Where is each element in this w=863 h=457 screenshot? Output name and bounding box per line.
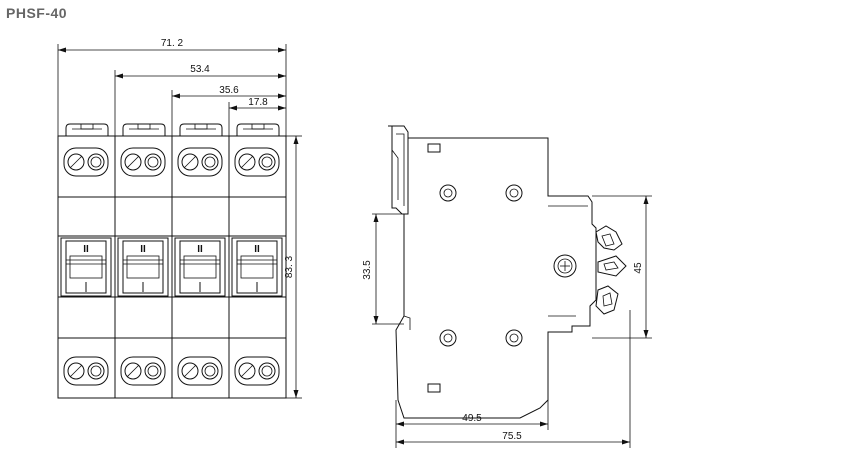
handle-mark: II: [140, 244, 146, 255]
toggle-handle[interactable]: II: [60, 237, 112, 297]
terminal-screw-icon: [63, 356, 109, 386]
toggle-handle[interactable]: II: [174, 237, 226, 297]
terminal-screw-icon: [234, 147, 280, 177]
indicator-window: [427, 383, 441, 393]
toggle-handle[interactable]: II: [231, 237, 283, 297]
terminal-screw-icon: [234, 356, 280, 386]
side-body-outline: [395, 137, 597, 419]
pole-4: II: [231, 123, 283, 386]
dim-label: 83. 3: [284, 255, 295, 278]
pole-2: II: [117, 123, 169, 386]
dim-label: 53.4: [190, 64, 210, 75]
pole-1: II: [60, 123, 112, 386]
front-view: II II: [57, 38, 302, 399]
lever-icon: [595, 285, 619, 315]
dim-label: 35.6: [219, 85, 239, 96]
rivet-icon: [439, 329, 457, 347]
top-clip: [65, 123, 109, 136]
pivot-screw-icon: [553, 254, 577, 278]
dim-label: 49.5: [462, 413, 482, 424]
product-title: PHSF-40: [6, 5, 68, 21]
dimension-total-depth: 75.5: [396, 310, 631, 448]
dim-label: 33.5: [362, 260, 373, 280]
dimension-total-width: 71. 2: [57, 38, 287, 136]
dim-label: 45: [633, 262, 644, 274]
dimension-one-pole: 17.8: [228, 97, 286, 136]
rivet-icon: [505, 184, 523, 202]
terminal-screw-icon: [177, 356, 223, 386]
terminal-screw-icon: [120, 356, 166, 386]
din-rail-clip: [388, 125, 409, 215]
handle-mark: II: [254, 244, 260, 255]
dimension-height: 83. 3: [284, 135, 302, 399]
rivet-icon: [505, 329, 523, 347]
dim-label: 75.5: [502, 431, 522, 442]
lever-icon: [597, 255, 627, 277]
handle-mark: II: [83, 244, 89, 255]
indicator-window: [427, 143, 441, 153]
pole-3: II: [174, 123, 226, 386]
dimension-three-poles: 53.4: [114, 64, 286, 136]
terminal-screw-icon: [177, 147, 223, 177]
dimension-rail-height: 33.5: [362, 213, 404, 325]
side-view: 33.5 45 49.5 75.5: [362, 125, 652, 448]
dim-label: 71. 2: [161, 38, 184, 49]
rivet-icon: [439, 184, 457, 202]
din-hook: [403, 315, 411, 330]
terminal-screw-icon: [120, 147, 166, 177]
terminal-screw-icon: [63, 147, 109, 177]
handle-mark: II: [197, 244, 203, 255]
dimension-profile-height: 45: [592, 195, 652, 339]
dim-label: 17.8: [248, 97, 268, 108]
dimension-front-depth: 49.5: [395, 332, 549, 448]
lever-icon: [595, 225, 623, 251]
dimension-two-poles: 35.6: [171, 85, 286, 136]
toggle-handle[interactable]: II: [117, 237, 169, 297]
